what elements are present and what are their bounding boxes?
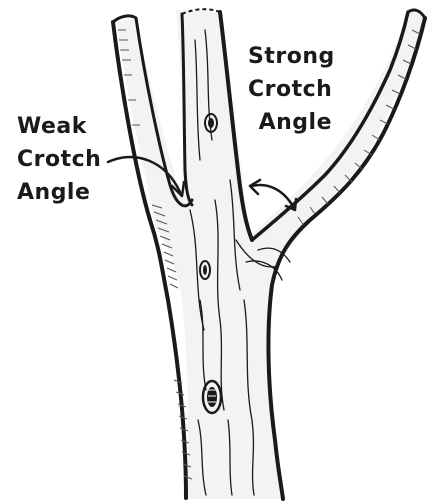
weak-label-line-1: Weak [17, 110, 101, 143]
weak-label-line-2: Crotch [17, 143, 101, 176]
weak-label-line-3: Angle [17, 176, 101, 209]
strong-label-line-2: Crotch [248, 73, 332, 106]
strong-label-line-3: Angle [248, 106, 332, 139]
strong-label-line-1: Strong [248, 40, 332, 73]
weak-crotch-angle-label: Weak Crotch Angle [17, 110, 101, 209]
strong-crotch-angle-label: Strong Crotch Angle [248, 40, 332, 139]
